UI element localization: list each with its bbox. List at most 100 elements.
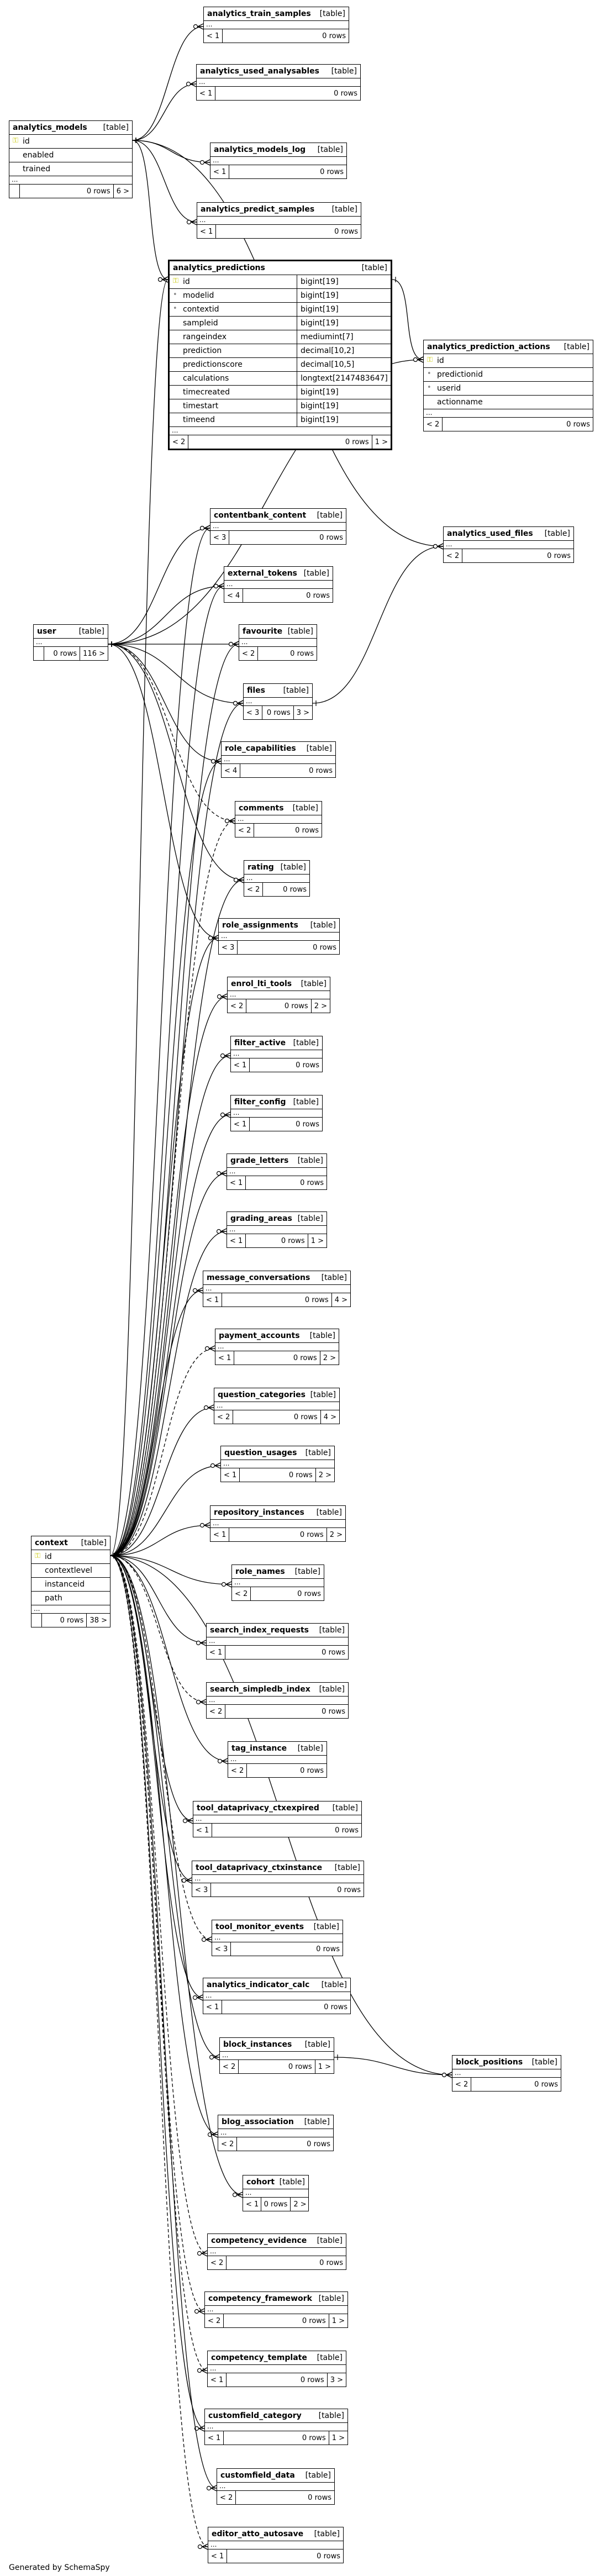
table-name[interactable]: analytics_used_files	[447, 529, 533, 538]
parents-count[interactable]: < 1	[199, 89, 213, 98]
parents-count[interactable]: < 2	[455, 2080, 468, 2089]
parents-count[interactable]: < 1	[218, 1353, 231, 1362]
table-name[interactable]: block_positions	[456, 2058, 523, 2067]
children-count[interactable]: 2 >	[290, 2198, 308, 2211]
parents-count[interactable]: < 2	[230, 1002, 244, 1010]
parents-count[interactable]: < 1	[208, 2433, 221, 2442]
parents-count[interactable]: < 1	[206, 2003, 219, 2011]
children-count[interactable]: 116 >	[80, 647, 108, 660]
table-name[interactable]: editor_atto_autosave	[212, 2530, 304, 2538]
table-name[interactable]: favourite	[243, 627, 283, 636]
parents-count[interactable]	[34, 647, 44, 660]
table-name[interactable]: analytics_train_samples	[207, 9, 311, 18]
table-name[interactable]: question_categories	[218, 1390, 306, 1399]
column-row[interactable]: trained	[9, 162, 132, 176]
table-name[interactable]: external_tokens	[228, 569, 297, 578]
column-row[interactable]: actionname	[424, 396, 593, 409]
table-name[interactable]: tool_dataprivacy_ctxinstance	[196, 1863, 323, 1872]
table-name[interactable]: filter_config	[234, 1098, 286, 1107]
column-row[interactable]: ⚿id	[424, 354, 593, 368]
parents-count[interactable]: < 2	[426, 420, 440, 429]
column-row[interactable]: •userid	[424, 382, 593, 396]
children-count[interactable]: 2 >	[310, 999, 330, 1013]
table-tool-dataprivacy-ctxinstance[interactable]: tool_dataprivacy_ctxinstance[table]...< …	[192, 1861, 364, 1897]
table-name[interactable]: blog_association	[222, 2117, 294, 2126]
children-count[interactable]: 38 >	[86, 1614, 110, 1627]
table-name[interactable]: analytics_indicator_calc	[207, 1980, 310, 1989]
parents-count[interactable]: < 1	[234, 1061, 247, 1070]
column-row[interactable]: ⚿id	[31, 1550, 110, 1564]
parents-count[interactable]: < 2	[221, 2140, 234, 2148]
children-count[interactable]: 4 >	[331, 1293, 350, 1307]
children-count[interactable]: 4 >	[320, 1410, 339, 1424]
table-name[interactable]: role_names	[235, 1567, 285, 1576]
table-name[interactable]: rating	[248, 863, 274, 872]
parents-count[interactable]: < 3	[222, 943, 235, 952]
parents-count[interactable]: < 1	[213, 1530, 227, 1539]
parents-count[interactable]: < 3	[195, 1885, 208, 1894]
children-count[interactable]: 2 >	[326, 1528, 345, 1541]
parents-count[interactable]: < 4	[227, 591, 240, 600]
table-name[interactable]: analytics_models	[13, 123, 87, 132]
table-name[interactable]: contentbank_content	[214, 511, 307, 520]
table-name[interactable]: analytics_predict_samples	[201, 205, 315, 214]
table-name[interactable]: search_simpledb_index	[210, 1685, 310, 1694]
parents-count[interactable]: < 2	[223, 2062, 236, 2071]
table-name[interactable]: context	[35, 1539, 68, 1547]
table-name[interactable]: comments	[239, 804, 284, 813]
parents-count[interactable]: < 2	[238, 826, 251, 835]
table-name[interactable]: payment_accounts	[219, 1331, 300, 1340]
table-name[interactable]: analytics_used_analysables	[200, 67, 319, 76]
table-name[interactable]: grading_areas	[230, 1214, 292, 1223]
parents-count[interactable]: < 4	[224, 766, 238, 775]
children-count[interactable]: 3 >	[327, 2373, 346, 2387]
children-count[interactable]: 2 >	[319, 1351, 339, 1365]
parents-count[interactable]: < 2	[235, 1589, 248, 1598]
parents-count[interactable]: < 1	[207, 31, 220, 40]
table-name[interactable]: tag_instance	[231, 1744, 287, 1753]
parents-count[interactable]: < 2	[242, 649, 255, 658]
parents-count[interactable]: < 1	[230, 1236, 243, 1245]
table-name[interactable]: filter_active	[234, 1039, 286, 1047]
table-name[interactable]: question_usages	[224, 1448, 297, 1457]
table-name[interactable]: user	[37, 627, 56, 636]
parents-count[interactable]: < 1	[196, 1826, 209, 1835]
table-name[interactable]: grade_letters	[230, 1156, 289, 1165]
parents-count[interactable]: < 1	[234, 1120, 247, 1129]
table-name[interactable]: cohort	[246, 2178, 275, 2187]
parents-count[interactable]: < 2	[446, 551, 460, 560]
